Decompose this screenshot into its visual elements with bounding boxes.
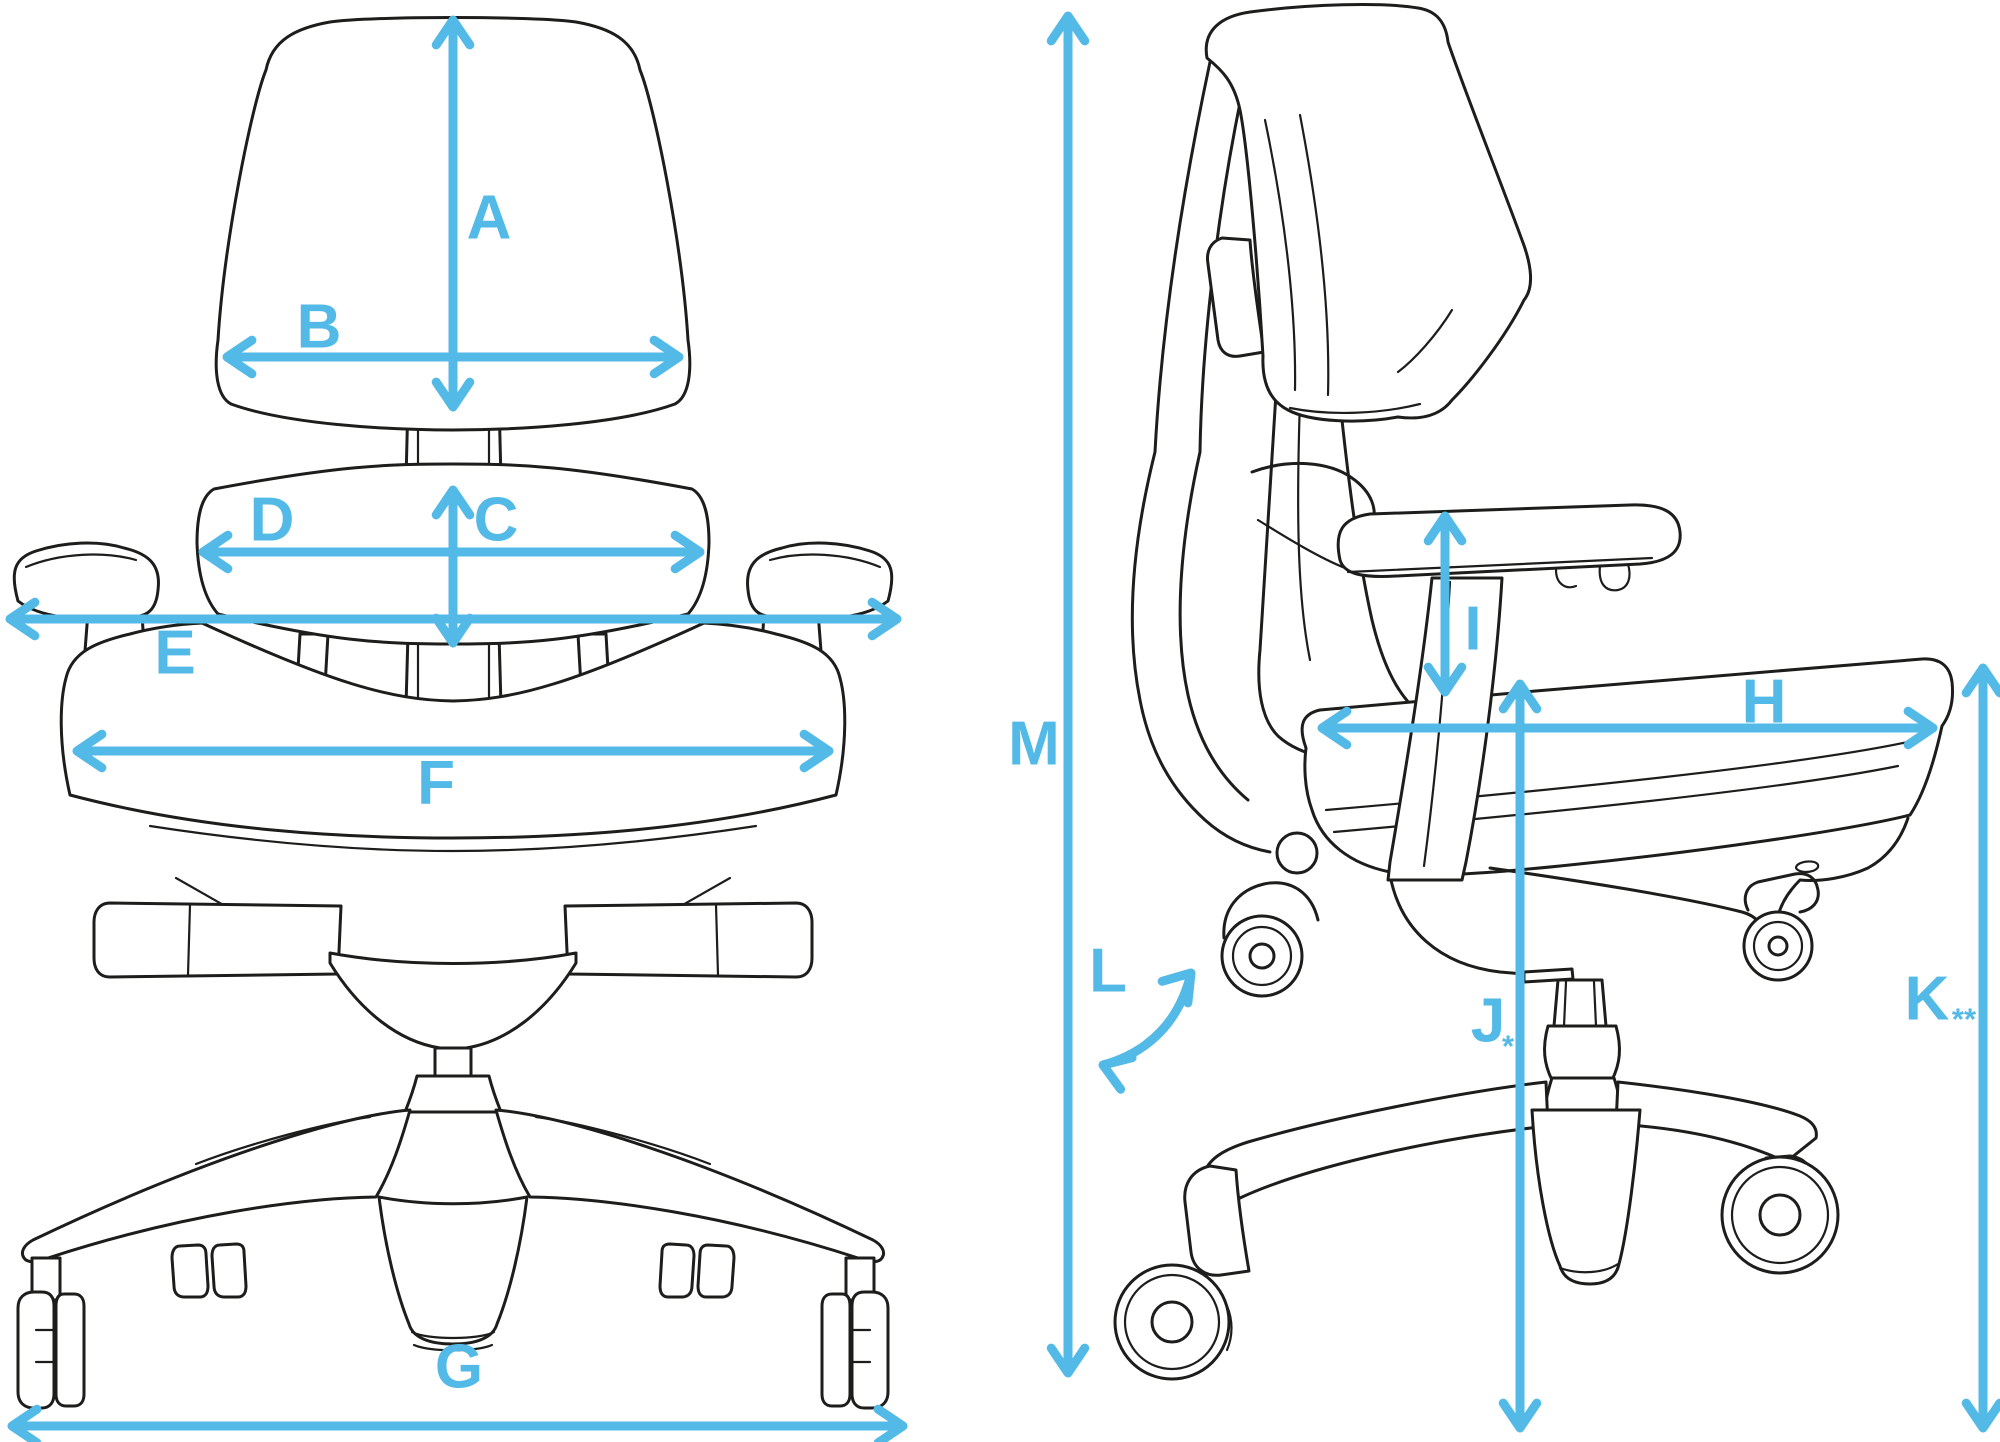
dimension-arrowhead-M	[1046, 1343, 1090, 1378]
dimension-arrowhead-E	[5, 597, 40, 641]
side-base-front-leg	[1202, 1080, 1550, 1200]
dimension-K: K**	[1905, 663, 2000, 1433]
dimension-I: I	[1423, 511, 1482, 697]
dimension-H: H	[1317, 668, 1938, 750]
dimension-arrowhead-G	[873, 1404, 908, 1442]
side-armrest-pad	[1336, 503, 1682, 578]
dimension-arrowhead-L	[1098, 1053, 1137, 1094]
dimension-D: D	[198, 486, 705, 574]
dimension-label-J: J	[1471, 987, 1505, 1056]
dimension-label-E: E	[154, 619, 195, 688]
dimension-arrowhead-A	[431, 377, 475, 412]
dimension-arrowhead-C	[431, 485, 475, 520]
dimension-B: B	[222, 293, 684, 379]
side-headrest	[1204, 3, 1533, 423]
dimension-arrowhead-L	[1157, 968, 1196, 1008]
dimension-arrowhead-J	[1498, 1398, 1542, 1433]
dimension-arrowhead-F	[799, 729, 834, 773]
dimension-E: E	[5, 597, 902, 688]
dimension-arrowhead-J	[1498, 679, 1542, 714]
side-view-illustration	[1113, 3, 1954, 1381]
dimension-F: F	[72, 729, 834, 818]
side-base-rear-leg	[1614, 1080, 1818, 1164]
dimension-label-G: G	[435, 1333, 483, 1402]
dimension-arrowhead-K	[1961, 663, 2000, 698]
dimension-J: J*	[1471, 679, 1542, 1433]
dimension-G: G	[7, 1333, 908, 1442]
dimension-arrowhead-K	[1961, 1398, 2000, 1433]
dimension-arrowhead-D	[198, 530, 233, 574]
dimension-label-L: L	[1089, 937, 1127, 1006]
dimension-label-F: F	[417, 749, 455, 818]
dimension-arrowhead-G	[7, 1404, 42, 1442]
front-base-foot	[377, 1195, 529, 1346]
dimension-label-suffix-K: **	[1952, 1002, 1977, 1037]
dimension-arrowhead-H	[1317, 706, 1352, 750]
dimension-arrowhead-A	[431, 15, 475, 50]
dimension-A: A	[431, 15, 512, 412]
dimension-label-M: M	[1008, 710, 1060, 779]
dimension-label-suffix-J: *	[1502, 1029, 1515, 1064]
dimension-arrowhead-M	[1046, 11, 1090, 46]
dimension-arrowhead-D	[670, 530, 705, 574]
dimension-label-D: D	[250, 486, 295, 555]
dimension-arrowhead-I	[1423, 511, 1467, 546]
front-seat	[59, 621, 847, 840]
dimension-label-H: H	[1742, 668, 1787, 737]
dimension-overlay: A B C DE F G H I J* K** L M	[5, 11, 2000, 1442]
dimension-label-B: B	[297, 293, 342, 362]
dimension-arrowhead-B	[649, 335, 684, 379]
dimension-label-A: A	[467, 184, 512, 253]
dimension-arrowhead-C	[431, 613, 475, 648]
dimension-arrowhead-B	[222, 335, 257, 379]
dimension-arrowhead-I	[1423, 662, 1467, 697]
dimension-L: L	[1089, 937, 1196, 1094]
dimension-arrowhead-F	[72, 729, 107, 773]
dimension-arrowhead-H	[1903, 706, 1938, 750]
dimension-label-C: C	[474, 486, 519, 555]
dimension-label-K: K	[1905, 965, 1950, 1034]
dimension-M: M	[1008, 11, 1090, 1378]
dimension-label-I: I	[1464, 595, 1481, 664]
dimension-arrowhead-E	[867, 597, 902, 641]
